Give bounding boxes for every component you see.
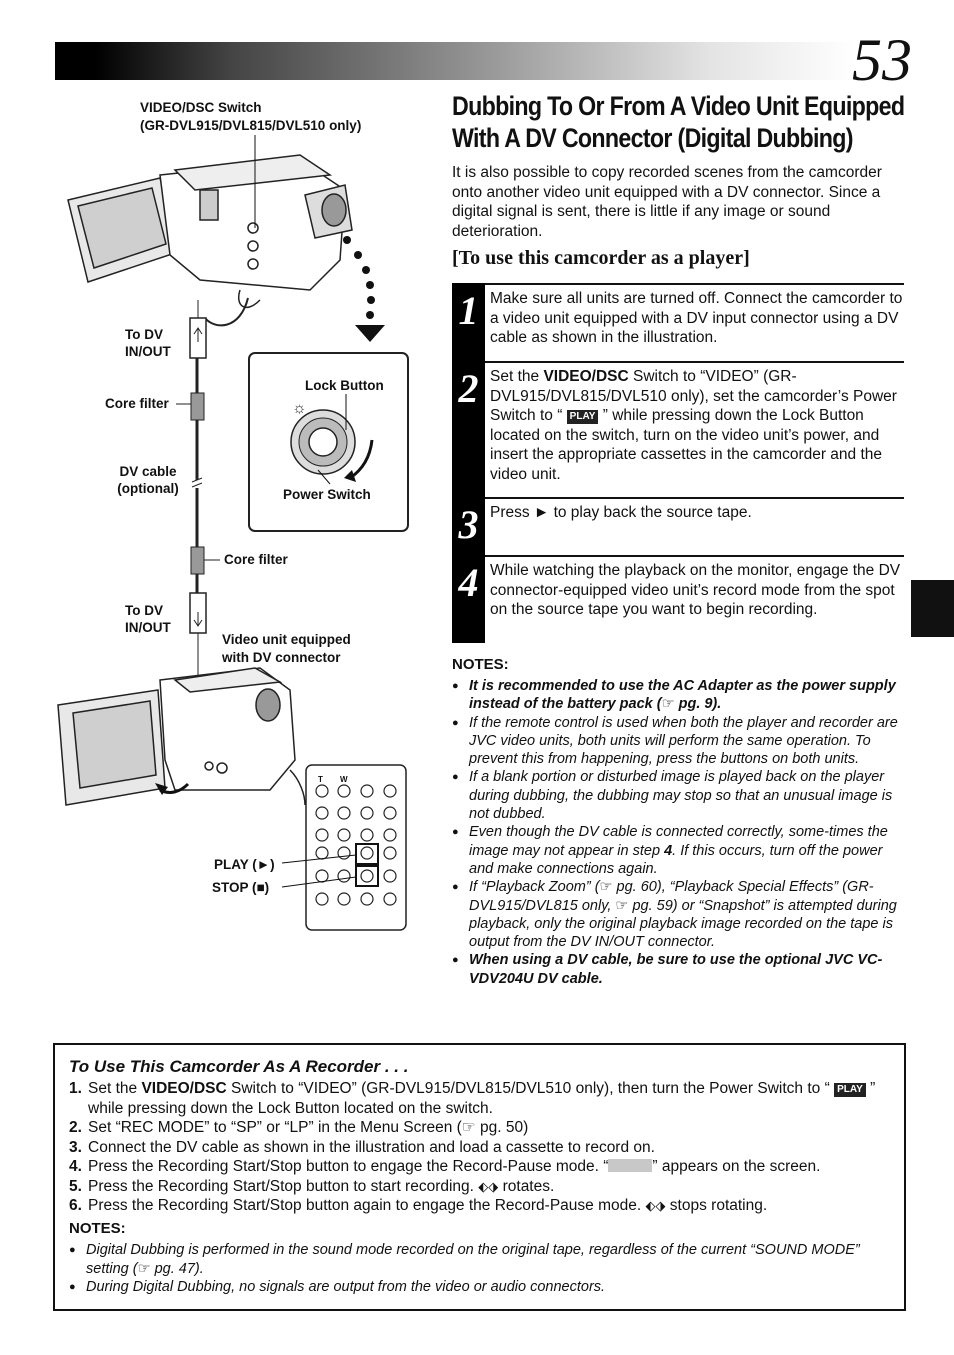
recorder-step: 5.Press the Recording Start/Stop button … <box>69 1177 555 1195</box>
camcorder-top-drawing <box>67 154 353 309</box>
step-number: 3 <box>452 497 485 555</box>
tape-rotation-icon: ⬖⬗ <box>645 1198 666 1213</box>
video-dsc-switch-label: VIDEO/DSC Switch <box>140 100 262 115</box>
recorder-step: 4.Press the Recording Start/Stop button … <box>69 1158 821 1175</box>
step-text: While watching the playback on the monit… <box>490 562 901 618</box>
page-title: Dubbing To Or From A Video Unit Equipped… <box>452 91 905 153</box>
lock-button-label: Lock Button <box>305 378 384 393</box>
video-dsc-models-label: (GR-DVL915/DVL815/DVL510 only) <box>140 118 362 133</box>
in-out-label-1: IN/OUT <box>125 344 171 359</box>
player-subheading: [To use this camcorder as a player] <box>452 247 750 269</box>
step-number: 2 <box>452 361 485 497</box>
dubbing-illustration: ☼ T W <box>57 135 409 931</box>
note-item: When using a DV cable, be sure to use th… <box>452 951 907 988</box>
step-text: Set the VIDEO/DSC Switch to “VIDEO” (GR-… <box>490 368 897 483</box>
recorder-heading: To Use This Camcorder As A Recorder . . … <box>69 1057 409 1076</box>
step-number: 4 <box>452 555 485 643</box>
svg-text:☼: ☼ <box>292 400 307 417</box>
power-switch-label: Power Switch <box>283 487 371 502</box>
to-dv-label-2: To DV <box>125 603 163 618</box>
record-pause-indicator-icon <box>608 1159 653 1172</box>
in-out-label-2: IN/OUT <box>125 620 171 635</box>
video-unit-drawing <box>57 667 306 806</box>
recorder-notes: Digital Dubbing is performed in the soun… <box>69 1241 889 1297</box>
remote-t-label: T <box>318 775 323 784</box>
page-number: 53 <box>852 27 912 93</box>
step-text: Make sure all units are turned off. Conn… <box>490 290 903 346</box>
remote-control-drawing: T W <box>281 764 407 931</box>
notes-heading: NOTES: <box>452 656 509 673</box>
recorder-instructions-box: To Use This Camcorder As A Recorder . . … <box>53 1043 906 1311</box>
play-mode-badge: PLAY <box>834 1083 866 1097</box>
to-dv-label-1: To DV <box>125 327 163 342</box>
step-rule <box>485 497 904 499</box>
step-3: 3 Press ► to play back the source tape. <box>452 497 904 555</box>
header-gradient-bar <box>55 42 855 80</box>
note-item: If “Playback Zoom” (☞ pg. 60), “Playback… <box>452 878 907 951</box>
recorder-step: 2.Set “REC MODE” to “SP” or “LP” in the … <box>69 1119 529 1136</box>
note-item: If a blank portion or disturbed image is… <box>452 768 907 823</box>
rotation-dots <box>343 236 385 342</box>
step-1: 1 Make sure all units are turned off. Co… <box>452 283 904 361</box>
video-unit-label-2: with DV connector <box>222 650 341 665</box>
dv-cable-label: DV cable <box>119 464 177 479</box>
note-item: If the remote control is used when both … <box>452 714 907 769</box>
power-switch-drawing: ☼ <box>290 394 374 485</box>
step-rule <box>485 361 904 363</box>
section-tab <box>911 580 954 637</box>
stop-button-label: STOP (■) <box>212 880 270 895</box>
play-mode-badge: PLAY <box>566 410 599 424</box>
core-filter-label-2: Core filter <box>224 552 288 567</box>
video-unit-label-1: Video unit equipped <box>222 632 351 647</box>
tape-rotation-icon: ⬖⬗ <box>478 1178 499 1194</box>
step-rule <box>485 283 904 285</box>
step-text: Press ► to play back the source tape. <box>490 504 752 521</box>
recorder-step: 3.Connect the DV cable as shown in the i… <box>69 1138 655 1156</box>
dv-cable-optional-label: (optional) <box>117 481 179 496</box>
step-2: 2 Set the VIDEO/DSC Switch to “VIDEO” (G… <box>452 361 904 497</box>
step-number: 1 <box>452 283 485 361</box>
recorder-step: 1.Set the VIDEO/DSC Switch to “VIDEO” (G… <box>69 1080 876 1117</box>
core-filter-label-1: Core filter <box>105 396 169 411</box>
recorder-steps: 1.Set the VIDEO/DSC Switch to “VIDEO” (G… <box>69 1079 899 1216</box>
recorder-note: During Digital Dubbing, no signals are o… <box>69 1278 889 1297</box>
recorder-notes-heading: NOTES: <box>69 1220 126 1237</box>
remote-w-label: W <box>340 775 348 784</box>
step-4: 4 While watching the playback on the mon… <box>452 555 904 643</box>
play-button-label: PLAY (►) <box>214 857 275 872</box>
note-item: It is recommended to use the AC Adapter … <box>452 677 907 714</box>
step-rule <box>485 555 904 557</box>
intro-paragraph: It is also possible to copy recorded sce… <box>452 164 882 240</box>
recorder-note: Digital Dubbing is performed in the soun… <box>69 1241 889 1278</box>
note-item: Even though the DV cable is connected co… <box>452 823 907 878</box>
recorder-step: 6.Press the Recording Start/Stop button … <box>69 1197 768 1214</box>
notes-list: It is recommended to use the AC Adapter … <box>452 677 907 988</box>
